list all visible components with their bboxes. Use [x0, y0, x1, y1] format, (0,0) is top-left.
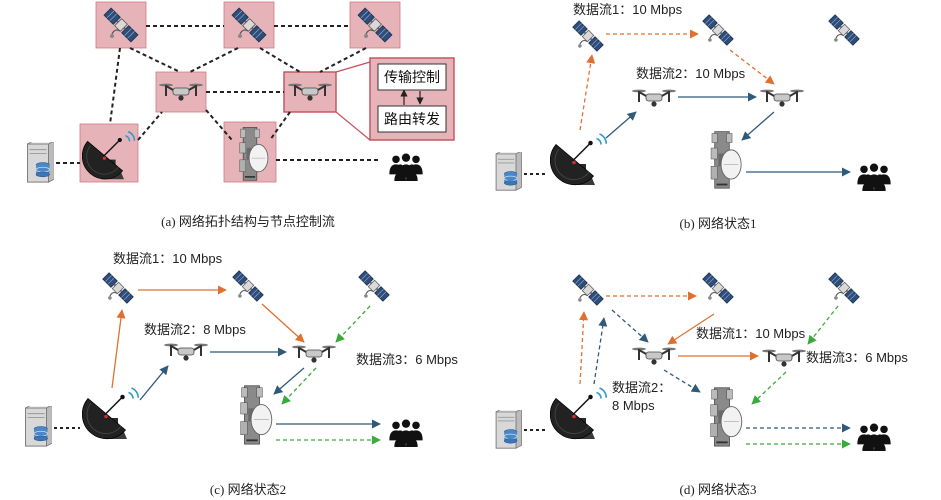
flow2-label: 数据流2：8 Mbps [144, 322, 246, 337]
satellite-icon [572, 20, 604, 52]
panel-d: 数据流1：10 Mbps 数据流3：6 Mbps 数据流2： 8 Mbps (d… [495, 272, 908, 497]
caption-c: (c) 网络状态2 [210, 482, 286, 497]
flow2-label-line2: 8 Mbps [612, 398, 655, 413]
panel-b: 数据流1：10 Mbps 数据流2：10 Mbps (b) 网络状态1 [495, 2, 891, 231]
panel-c: 数据流1：10 Mbps 数据流2：8 Mbps 数据流3：6 Mbps (c)… [25, 251, 458, 497]
satellite-icon [828, 14, 860, 46]
flow2-label: 数据流2：10 Mbps [636, 66, 746, 81]
caption-b: (b) 网络状态1 [680, 216, 757, 231]
satellite-icon [702, 14, 734, 46]
dish-antenna-icon [550, 387, 608, 440]
flow3-label: 数据流3：6 Mbps [806, 350, 908, 365]
ground-antenna-icon [709, 386, 743, 448]
drone-icon [292, 344, 336, 364]
drone-icon [632, 88, 676, 108]
flow2-label-line1: 数据流2： [612, 380, 671, 395]
ground-antenna-icon [239, 384, 273, 446]
satellite-icon [702, 272, 734, 304]
flow1-label: 数据流1：10 Mbps [113, 251, 223, 266]
drone-icon [760, 88, 804, 108]
flow3-label: 数据流3：6 Mbps [356, 352, 458, 367]
drone-icon [632, 346, 676, 366]
satellite-icon [102, 272, 134, 304]
flow1-label: 数据流1：10 Mbps [573, 2, 683, 17]
panel-a: 传输控制 路由转发 (a) 网络拓扑结构与节点控制流 [27, 1, 455, 229]
users-icon [857, 423, 891, 451]
users-icon [389, 419, 423, 447]
satellite-icon [358, 270, 390, 302]
server-icon [27, 142, 54, 183]
caption-a: (a) 网络拓扑结构与节点控制流 [161, 214, 335, 229]
users-icon [857, 163, 891, 191]
flow1-label: 数据流1：10 Mbps [696, 326, 806, 341]
satellite-icon [232, 270, 264, 302]
dish-antenna-icon [550, 133, 608, 186]
dish-antenna-icon [82, 387, 140, 440]
server-icon [495, 410, 522, 449]
satellite-icon [828, 272, 860, 304]
server-icon [25, 406, 52, 447]
control-box-bottom: 路由转发 [384, 111, 440, 127]
caption-d: (d) 网络状态3 [680, 482, 757, 497]
satellite-icon [572, 274, 604, 306]
drone-icon [762, 348, 806, 368]
ground-antenna-icon [710, 130, 743, 190]
control-box-top: 传输控制 [384, 69, 440, 85]
users-icon [389, 153, 423, 181]
server-icon [495, 152, 522, 191]
control-callout: 传输控制 路由转发 [335, 57, 455, 141]
drone-icon [164, 342, 208, 362]
